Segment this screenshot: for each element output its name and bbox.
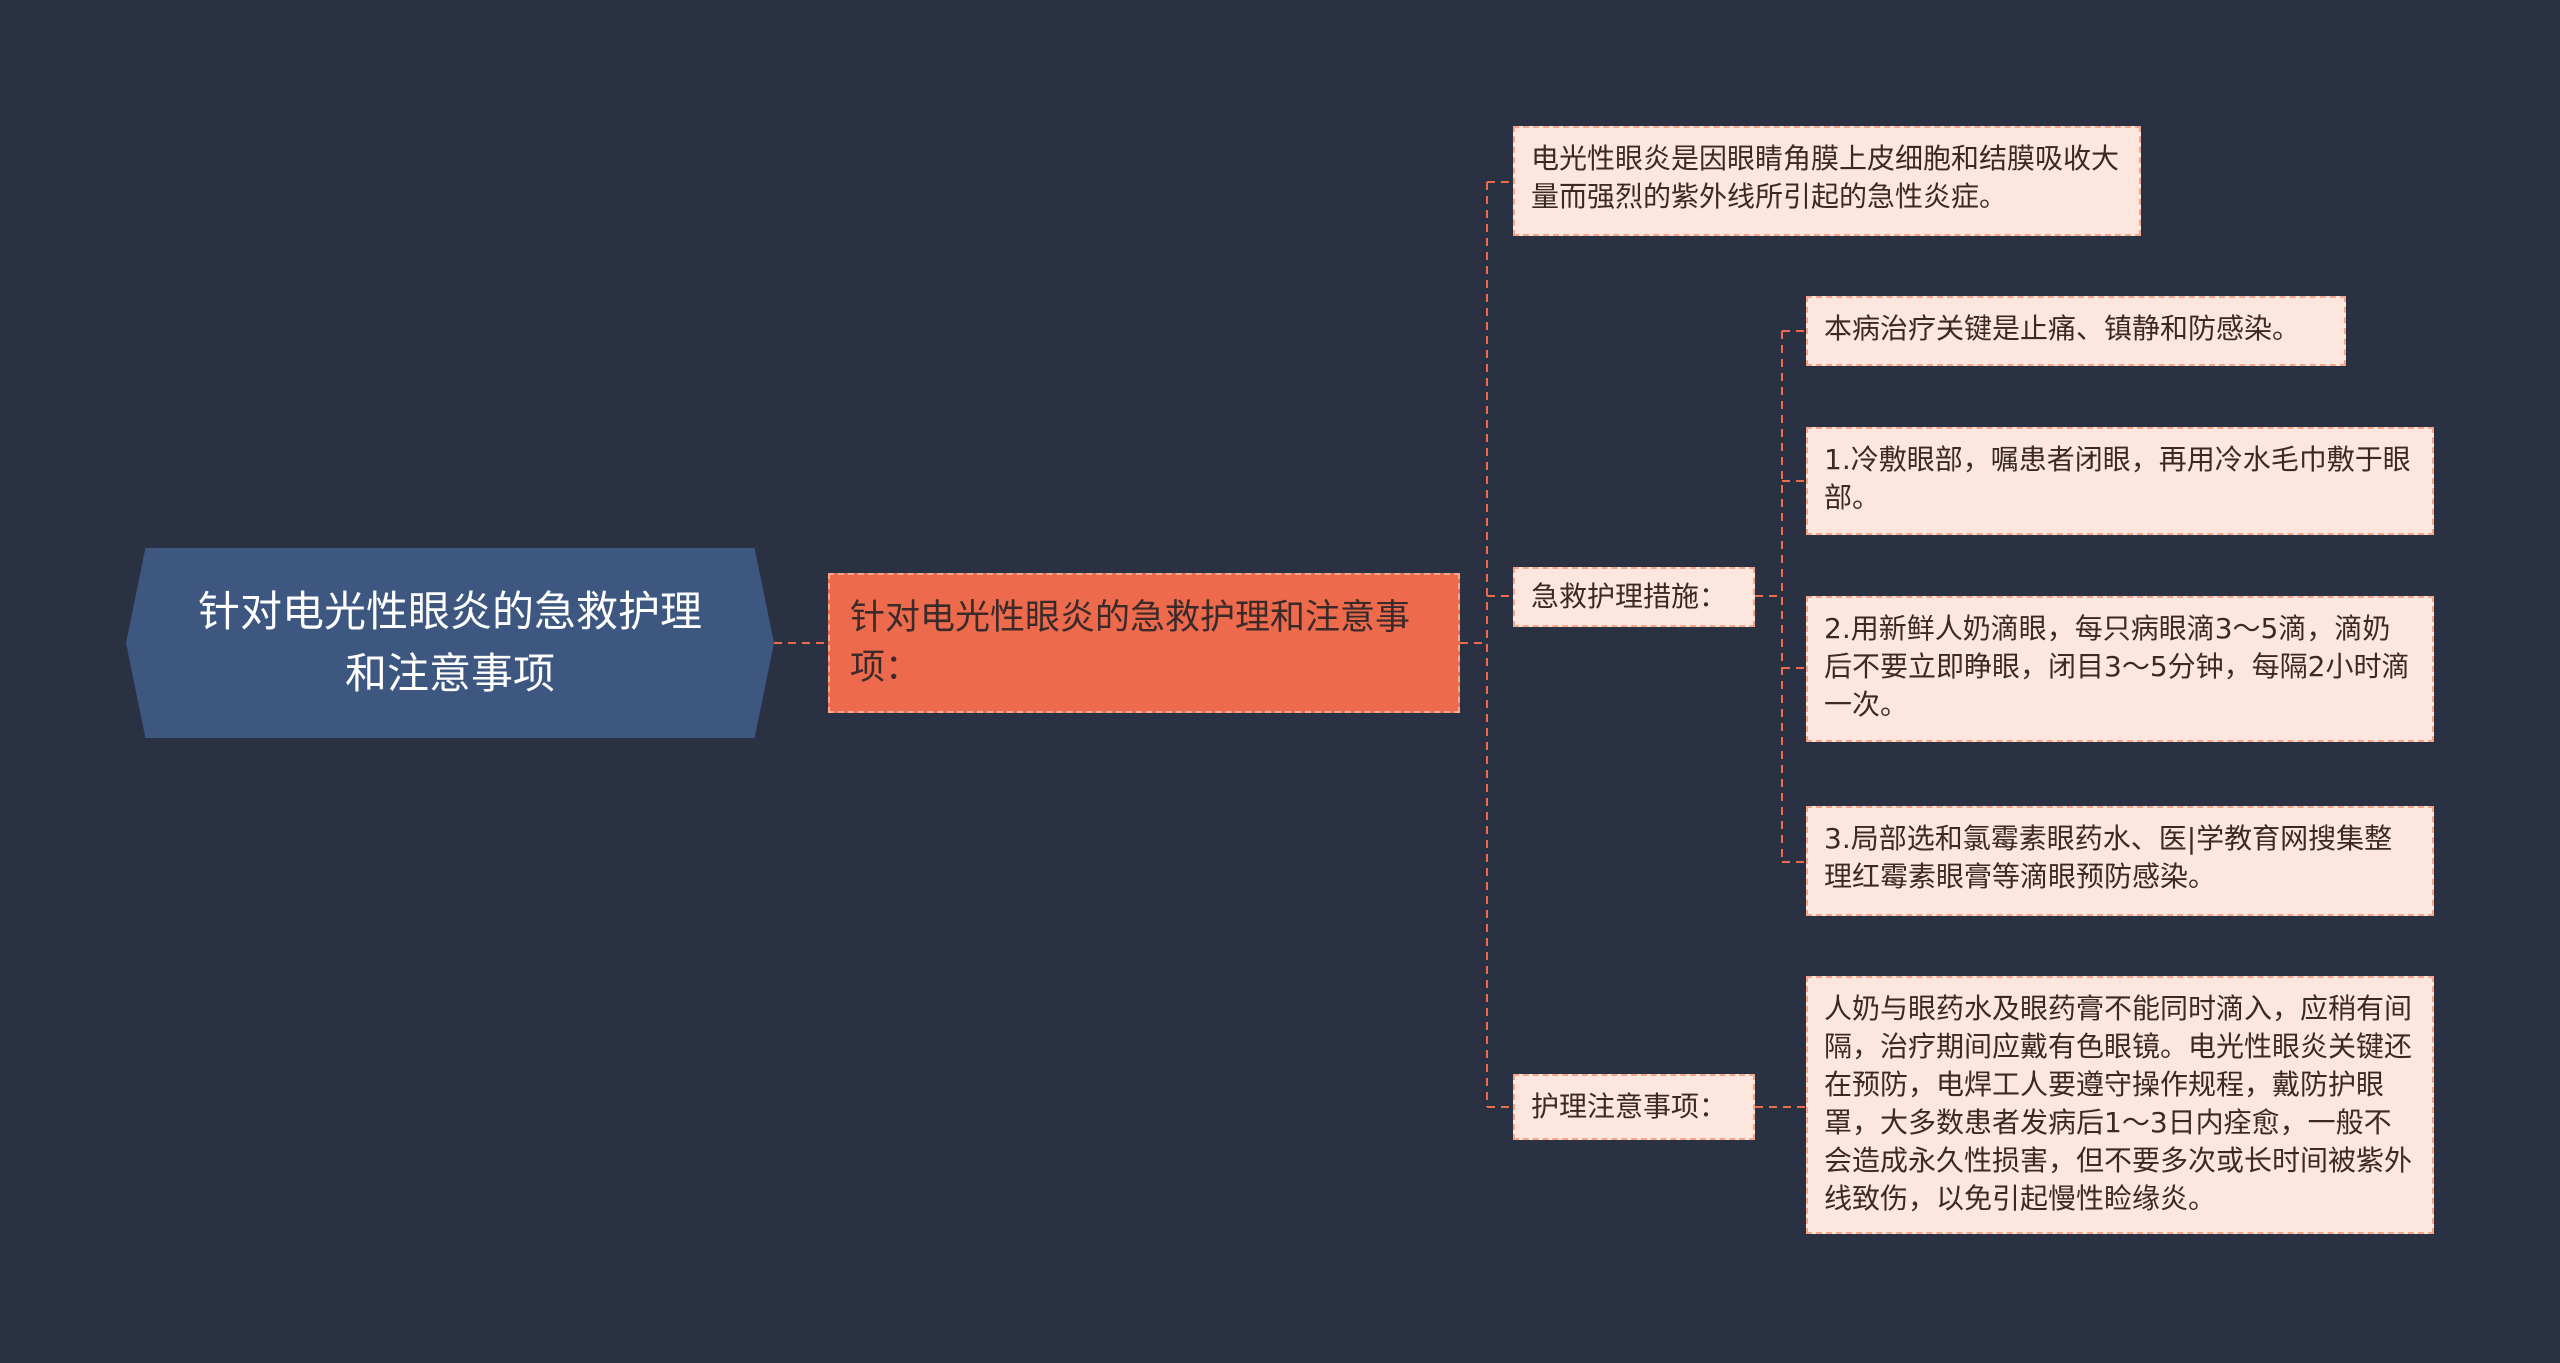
root-label: 针对电光性眼炎的急救护理和注意事项 (197, 587, 702, 698)
first-aid-item-3-text: 2.用新鲜人奶滴眼，每只病眼滴3～5滴，滴奶后不要立即睁眼，闭目3～5分钟，每隔… (1824, 612, 2410, 721)
first-aid-item-3[interactable]: 2.用新鲜人奶滴眼，每只病眼滴3～5滴，滴奶后不要立即睁眼，闭目3～5分钟，每隔… (1806, 596, 2434, 742)
definition-node[interactable]: 电光性眼炎是因眼睛角膜上皮细胞和结膜吸收大量而强烈的紫外线所引起的急性炎症。 (1513, 126, 2141, 236)
first-aid-item-2[interactable]: 1.冷敷眼部，嘱患者闭眼，再用冷水毛巾敷于眼部。 (1806, 427, 2434, 535)
first-aid-item-4[interactable]: 3.局部选和氯霉素眼药水、医|学教育网搜集整理红霉素眼膏等滴眼预防感染。 (1806, 806, 2434, 916)
main-topic-node[interactable]: 针对电光性眼炎的急救护理和注意事项： (828, 573, 1460, 713)
notes-label: 护理注意事项： (1531, 1090, 1728, 1123)
first-aid-item-1[interactable]: 本病治疗关键是止痛、镇静和防感染。 (1806, 296, 2346, 366)
first-aid-item-1-text: 本病治疗关键是止痛、镇静和防感染。 (1824, 312, 2301, 345)
notes-node[interactable]: 护理注意事项： (1513, 1074, 1755, 1140)
first-aid-label: 急救护理措施： (1531, 580, 1728, 613)
notes-detail-node[interactable]: 人奶与眼药水及眼药膏不能同时滴入，应稍有间隔，治疗期间应戴有色眼镜。电光性眼炎关… (1806, 976, 2434, 1234)
root-node[interactable]: 针对电光性眼炎的急救护理和注意事项 (126, 548, 774, 738)
notes-detail-text: 人奶与眼药水及眼药膏不能同时滴入，应稍有间隔，治疗期间应戴有色眼镜。电光性眼炎关… (1824, 992, 2413, 1215)
first-aid-node[interactable]: 急救护理措施： (1513, 567, 1755, 627)
main-topic-label: 针对电光性眼炎的急救护理和注意事项： (850, 598, 1411, 688)
first-aid-item-4-text: 3.局部选和氯霉素眼药水、医|学教育网搜集整理红霉素眼膏等滴眼预防感染。 (1824, 822, 2393, 893)
definition-text: 电光性眼炎是因眼睛角膜上皮细胞和结膜吸收大量而强烈的紫外线所引起的急性炎症。 (1531, 142, 2120, 213)
first-aid-item-2-text: 1.冷敷眼部，嘱患者闭眼，再用冷水毛巾敷于眼部。 (1824, 443, 2411, 514)
